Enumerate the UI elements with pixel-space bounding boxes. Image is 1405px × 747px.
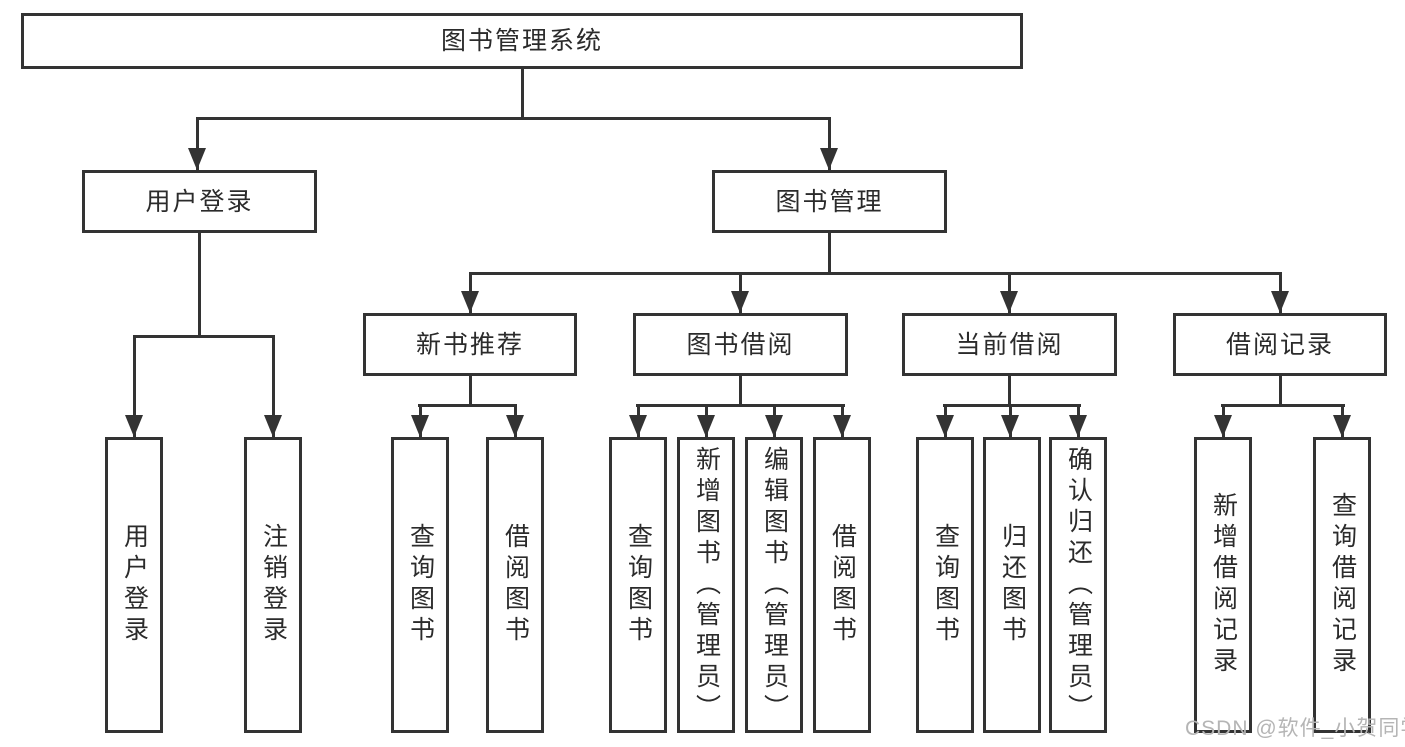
arrow-down-icon — [411, 415, 429, 437]
node-label: 归还图书 — [998, 523, 1027, 647]
connector-line — [133, 335, 275, 338]
leaf-nbr-query-books: 查询图书 — [391, 437, 449, 733]
node-new-book-recommend: 新书推荐 — [363, 313, 577, 376]
connector-line — [1221, 404, 1345, 407]
arrow-down-icon — [125, 415, 143, 437]
node-label: 借阅图书 — [828, 523, 857, 647]
connector-line — [1279, 376, 1282, 405]
leaf-cb-confirm-return-admin: 确认归还（管理员） — [1049, 437, 1107, 733]
connector-line — [1008, 376, 1011, 405]
node-user-login: 用户登录 — [82, 170, 317, 233]
arrow-down-icon — [188, 148, 206, 170]
watermark: CSDN @软件_小贺同学 — [1185, 717, 1405, 740]
node-label: 新书推荐 — [415, 330, 524, 359]
leaf-br-add-record: 新增借阅记录 — [1194, 437, 1252, 733]
node-label: 编辑图书（管理员） — [760, 445, 789, 725]
connector-line — [133, 335, 136, 437]
leaf-bb-query-books: 查询图书 — [609, 437, 667, 733]
connector-line — [739, 376, 742, 405]
node-library-system: 图书管理系统 — [21, 13, 1023, 69]
connector-line — [636, 404, 845, 407]
connector-line — [521, 69, 524, 118]
connector-line — [828, 233, 831, 273]
node-label: 图书借阅 — [686, 330, 795, 359]
leaf-logout: 注销登录 — [244, 437, 302, 733]
arrow-down-icon — [936, 415, 954, 437]
node-label: 图书管理系统 — [440, 27, 603, 55]
leaf-cb-query-books: 查询图书 — [916, 437, 974, 733]
arrow-down-icon — [1214, 415, 1232, 437]
node-borrowing-records: 借阅记录 — [1173, 313, 1387, 376]
node-current-borrowing: 当前借阅 — [902, 313, 1117, 376]
arrow-down-icon — [1271, 291, 1289, 313]
node-label: 用户登录 — [145, 187, 254, 216]
connector-line — [469, 272, 1282, 275]
arrow-down-icon — [1069, 415, 1087, 437]
arrow-down-icon — [461, 291, 479, 313]
node-label: 用户登录 — [120, 523, 149, 647]
node-label: 新增图书（管理员） — [692, 445, 721, 725]
leaf-nbr-borrow-books: 借阅图书 — [486, 437, 544, 733]
node-label: 查询图书 — [931, 523, 960, 647]
leaf-bb-borrow-books: 借阅图书 — [813, 437, 871, 733]
node-label: 查询图书 — [624, 523, 653, 647]
leaf-bb-add-book-admin: 新增图书（管理员） — [677, 437, 735, 733]
arrow-down-icon — [1001, 415, 1019, 437]
leaf-br-query-record: 查询借阅记录 — [1313, 437, 1371, 733]
node-label: 图书管理 — [775, 187, 884, 216]
connector-line — [943, 404, 1081, 407]
node-label: 新增借阅记录 — [1209, 492, 1238, 678]
node-book-management: 图书管理 — [712, 170, 947, 233]
arrow-down-icon — [833, 415, 851, 437]
node-label: 查询借阅记录 — [1328, 492, 1357, 678]
leaf-cb-return-books: 归还图书 — [983, 437, 1041, 733]
connector-line — [198, 232, 201, 336]
arrow-down-icon — [731, 291, 749, 313]
arrow-down-icon — [697, 415, 715, 437]
leaf-user-login: 用户登录 — [105, 437, 163, 733]
connector-line — [196, 117, 831, 120]
arrow-down-icon — [820, 148, 838, 170]
connector-line — [196, 117, 199, 170]
connector-line — [469, 376, 472, 405]
connector-line — [828, 117, 831, 170]
arrow-down-icon — [1333, 415, 1351, 437]
arrow-down-icon — [1000, 291, 1018, 313]
node-label: 确认归还（管理员） — [1064, 445, 1093, 725]
arrow-down-icon — [264, 415, 282, 437]
arrow-down-icon — [765, 415, 783, 437]
arrow-down-icon — [629, 415, 647, 437]
node-book-borrowing: 图书借阅 — [633, 313, 848, 376]
node-label: 借阅图书 — [501, 523, 530, 647]
leaf-bb-edit-book-admin: 编辑图书（管理员） — [745, 437, 803, 733]
node-label: 注销登录 — [259, 523, 288, 647]
node-label: 查询图书 — [406, 523, 435, 647]
node-label: 当前借阅 — [955, 330, 1064, 359]
arrow-down-icon — [506, 415, 524, 437]
node-label: 借阅记录 — [1225, 330, 1334, 359]
connector-line — [272, 335, 275, 437]
connector-line — [418, 404, 517, 407]
